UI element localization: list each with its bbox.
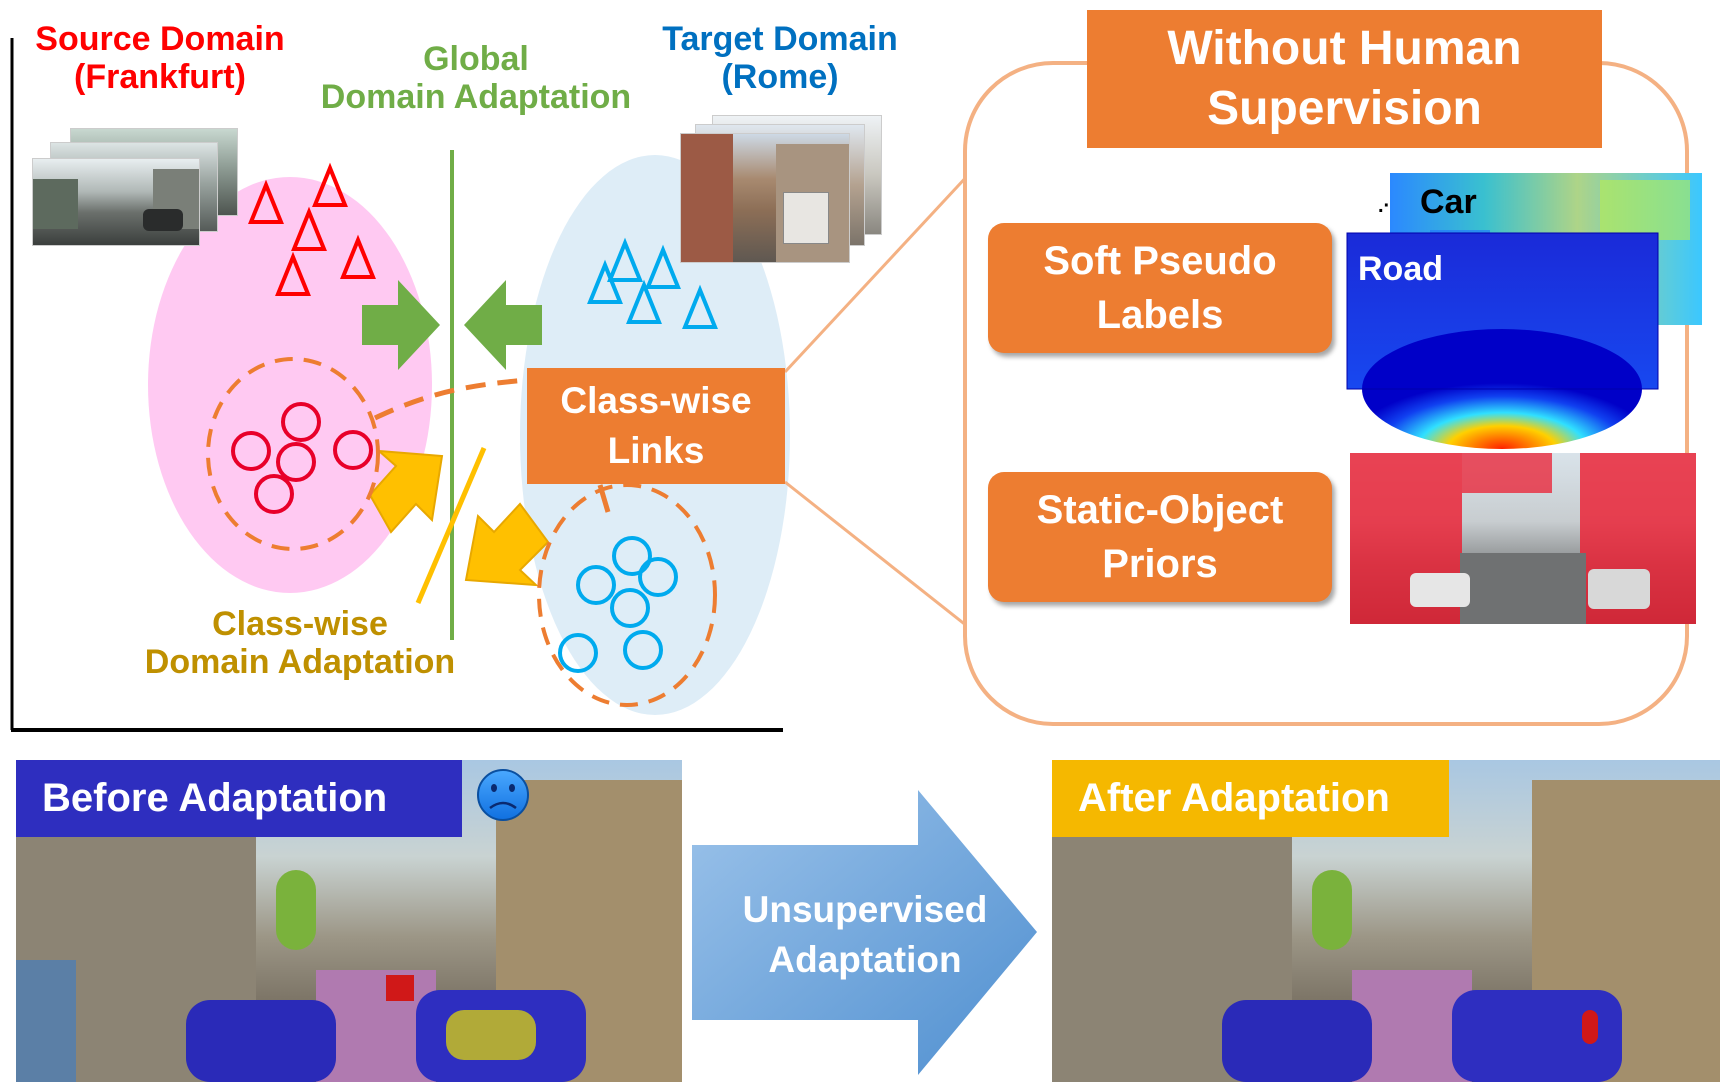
before-adaptation-banner: Before Adaptation bbox=[16, 760, 462, 837]
green-arrow-right bbox=[362, 280, 440, 370]
yellow-arrow-right bbox=[368, 449, 444, 534]
static-object-priors-box: Static-Object Priors bbox=[988, 472, 1332, 602]
target-photo-front bbox=[680, 133, 850, 263]
unsupervised-adaptation-arrow bbox=[692, 790, 1037, 1075]
source-triangles bbox=[248, 162, 376, 296]
target-circles bbox=[558, 536, 678, 673]
road-heatmap bbox=[1346, 232, 1659, 449]
source-domain-line1: Source Domain bbox=[35, 20, 285, 58]
source-domain-label: Source Domain (Frankfurt) bbox=[0, 20, 320, 96]
source-domain-line2: (Frankfurt) bbox=[74, 58, 246, 97]
classwise-adaptation-line1: Class-wise bbox=[212, 605, 388, 643]
source-photo-front bbox=[32, 158, 200, 246]
target-domain-line1: Target Domain bbox=[662, 20, 898, 58]
soft-pseudo-line1: Soft Pseudo bbox=[1043, 239, 1277, 283]
car-heatmap-label: Car bbox=[1420, 183, 1477, 221]
source-class-boundary bbox=[206, 357, 380, 551]
target-domain-line2: (Rome) bbox=[721, 58, 839, 97]
without-supervision-line2: Supervision bbox=[1207, 82, 1482, 135]
classwise-links-line1: Class-wise bbox=[560, 380, 752, 422]
soft-pseudo-labels-box: Soft Pseudo Labels bbox=[988, 223, 1332, 353]
classwise-link-dash-down bbox=[597, 484, 611, 513]
road-heatmap-label: Road bbox=[1358, 250, 1443, 288]
soft-pseudo-line2: Labels bbox=[1096, 293, 1224, 337]
yellow-arrow-left bbox=[464, 502, 550, 587]
classwise-links-box: Class-wise Links bbox=[527, 368, 785, 484]
static-priors-line2: Priors bbox=[1102, 542, 1218, 586]
target-domain-label: Target Domain (Rome) bbox=[630, 20, 930, 96]
static-priors-line1: Static-Object bbox=[1036, 488, 1284, 532]
unsupervised-line1: Unsupervised bbox=[742, 889, 988, 930]
classwise-separator-line bbox=[415, 447, 487, 604]
green-arrow-left bbox=[464, 280, 542, 370]
without-supervision-header: Without Human Supervision bbox=[1087, 10, 1602, 148]
global-adaptation-label: Global Domain Adaptation bbox=[296, 40, 656, 116]
classwise-links-line2: Links bbox=[607, 430, 705, 471]
classwise-adaptation-line2: Domain Adaptation bbox=[144, 643, 456, 682]
static-prior-image bbox=[1350, 453, 1696, 624]
before-adaptation-label: Before Adaptation bbox=[42, 776, 388, 820]
source-domain-ellipse bbox=[148, 177, 432, 593]
after-adaptation-label: After Adaptation bbox=[1078, 776, 1390, 820]
unsupervised-line2: Adaptation bbox=[768, 938, 962, 980]
after-adaptation-banner: After Adaptation bbox=[1052, 760, 1449, 837]
classwise-link-dash-left bbox=[373, 377, 528, 421]
global-adaptation-line2: Domain Adaptation bbox=[320, 78, 632, 117]
global-adaptation-line1: Global bbox=[423, 40, 529, 78]
target-triangles bbox=[587, 237, 718, 329]
source-circles bbox=[231, 402, 373, 514]
after-segmentation-image bbox=[1052, 760, 1720, 1082]
without-supervision-line1: Without Human bbox=[1167, 22, 1522, 75]
classwise-adaptation-label: Class-wise Domain Adaptation bbox=[120, 605, 480, 681]
unsupervised-adaptation-label: Unsupervised Adaptation bbox=[715, 885, 1015, 985]
car-heatmap-dots: .· bbox=[1378, 195, 1390, 217]
target-class-boundary bbox=[537, 483, 717, 707]
